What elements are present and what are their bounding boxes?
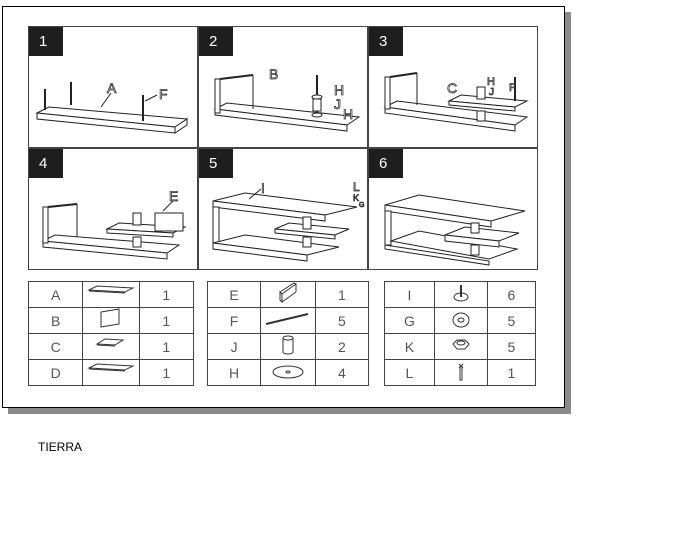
part-id: H: [206, 359, 262, 386]
step-number: 1: [29, 27, 63, 56]
parts-row: D 1: [27, 359, 195, 386]
part-id: L: [384, 359, 435, 386]
part-quantity: 1: [138, 333, 195, 360]
label-L: L: [353, 180, 360, 194]
label-I: I: [261, 180, 265, 196]
step-number: 6: [369, 149, 403, 178]
part-image: [82, 281, 140, 308]
step-4-panel: 4 E: [28, 148, 198, 270]
step-6-panel: 6: [368, 148, 538, 270]
label-A: A: [107, 80, 117, 96]
label-F: F: [159, 86, 168, 102]
part-image: [260, 307, 316, 334]
part-quantity: 1: [314, 281, 370, 308]
label-J: J: [489, 87, 494, 98]
label-H: H: [334, 82, 344, 98]
rod-icon: [265, 313, 309, 325]
parts-row: J 2: [206, 333, 370, 360]
part-quantity: 1: [138, 307, 195, 334]
key-icon: [458, 363, 464, 381]
parts-row: B 1: [27, 307, 195, 334]
step-1-panel: 1 A F: [28, 26, 198, 148]
step-number: 3: [369, 27, 403, 56]
part-image: [260, 359, 316, 386]
long-panel-icon: [87, 285, 135, 294]
part-quantity: 5: [486, 307, 537, 334]
step-number: 4: [29, 149, 63, 178]
part-image: [433, 307, 488, 334]
label-H: H: [343, 106, 353, 122]
part-image: [82, 333, 140, 360]
label-H: H: [487, 76, 495, 88]
parts-row: F 5: [206, 307, 370, 334]
parts-row: I 6: [384, 281, 537, 308]
label-C: C: [447, 80, 457, 96]
step-4-drawing: E: [41, 188, 187, 260]
parts-row: L 1: [384, 359, 537, 386]
part-quantity: 1: [138, 359, 195, 386]
part-image: [82, 359, 140, 386]
part-id: K: [384, 333, 435, 360]
part-quantity: 1: [486, 359, 537, 386]
parts-row: H 4: [206, 359, 370, 386]
label-K: K: [353, 193, 359, 203]
washer-icon: [452, 312, 470, 328]
nut-icon: [452, 339, 470, 350]
brand-name: TIERRA: [38, 440, 83, 454]
part-quantity: 5: [486, 333, 537, 360]
step-3-panel: 3 C H J F: [368, 26, 538, 148]
divider-panel-icon: [279, 282, 297, 304]
part-quantity: 2: [314, 333, 370, 360]
part-quantity: 6: [486, 281, 537, 308]
step-number: 5: [199, 149, 233, 178]
step-2-drawing: B H J H: [213, 66, 361, 132]
part-id: B: [27, 307, 84, 334]
part-image: [433, 359, 488, 386]
parts-row: C 1: [27, 333, 195, 360]
part-id: I: [384, 281, 435, 308]
step-1-drawing: A F: [35, 80, 189, 134]
part-id: G: [384, 307, 435, 334]
step-3-drawing: C H J F: [383, 72, 529, 132]
label-J: J: [334, 96, 341, 112]
label-B: B: [269, 66, 278, 82]
side-panel-icon: [100, 308, 120, 328]
part-quantity: 5: [314, 307, 370, 334]
parts-row: E 1: [206, 281, 370, 308]
cam-bolt-icon: [453, 285, 469, 302]
step-6-drawing: [384, 194, 526, 266]
small-shelf-icon: [95, 338, 125, 347]
part-image: [260, 281, 316, 308]
part-id: C: [27, 333, 84, 360]
step-5-panel: 5 I L K G: [198, 148, 368, 270]
part-image: [433, 333, 488, 360]
cylinder-spacer-icon: [282, 335, 294, 355]
parts-row: G 5: [384, 307, 537, 334]
step-number: 2: [199, 27, 233, 56]
step-2-panel: 2 B H J H: [198, 26, 368, 148]
disc-icon: [272, 365, 304, 379]
part-id: J: [206, 333, 262, 360]
bottom-panel-icon: [87, 363, 135, 372]
part-id: D: [27, 359, 84, 386]
step-5-drawing: I L K G: [212, 180, 365, 262]
part-quantity: 1: [138, 281, 195, 308]
part-quantity: 4: [314, 359, 370, 386]
label-E: E: [169, 188, 178, 204]
part-id: E: [206, 281, 262, 308]
parts-row: A 1: [27, 281, 195, 308]
label-F: F: [509, 82, 516, 94]
parts-row: K 5: [384, 333, 537, 360]
part-id: A: [27, 281, 84, 308]
part-id: F: [206, 307, 262, 334]
part-image: [82, 307, 140, 334]
part-image: [433, 281, 488, 308]
part-image: [260, 333, 316, 360]
label-G: G: [359, 202, 364, 209]
